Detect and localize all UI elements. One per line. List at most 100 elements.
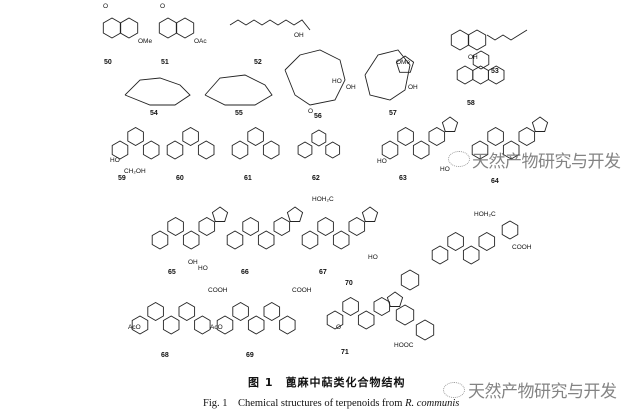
watermark-text: 天然产物研究与开发 bbox=[468, 382, 617, 402]
ring-bond bbox=[147, 301, 164, 322]
substituent-label: O bbox=[160, 3, 166, 10]
ring-bond bbox=[415, 319, 435, 341]
ring-bond bbox=[487, 126, 504, 147]
substituent-label: O bbox=[336, 324, 342, 331]
compound-number: 71 bbox=[341, 349, 349, 356]
ring-bond bbox=[182, 230, 200, 250]
compound-number: 50 bbox=[104, 59, 112, 66]
substituent-label: OH bbox=[294, 32, 304, 39]
watermark-text: 天然产物研究与开发 bbox=[472, 152, 621, 172]
ring-bond bbox=[342, 296, 359, 317]
ring-bond bbox=[279, 315, 296, 335]
wechat-logo-icon bbox=[443, 382, 465, 398]
ring-bond bbox=[119, 17, 139, 39]
ring-bond bbox=[467, 29, 487, 51]
substituent-label: HOOC bbox=[394, 342, 414, 349]
chain-bond bbox=[124, 77, 191, 106]
compound-number: 67 bbox=[319, 269, 327, 276]
ring-bond bbox=[167, 216, 184, 237]
ring-bond bbox=[194, 315, 211, 335]
ring-bond bbox=[127, 126, 144, 147]
substituent-label: OH bbox=[188, 259, 198, 266]
substituent-label: HO bbox=[377, 158, 387, 165]
compound-number: 54 bbox=[150, 110, 158, 117]
ring-bond bbox=[348, 216, 366, 237]
substituent-label: O bbox=[308, 108, 314, 115]
chain-bond bbox=[284, 49, 346, 106]
compound-number: 51 bbox=[161, 59, 169, 66]
compound-number: 62 bbox=[312, 175, 320, 182]
ring-bond bbox=[441, 116, 459, 132]
compound-number: 55 bbox=[235, 110, 243, 117]
substituent-label: AcO bbox=[128, 324, 141, 331]
ring-bond bbox=[273, 216, 291, 237]
ring-bond bbox=[297, 141, 313, 159]
ring-bond bbox=[325, 141, 341, 159]
ring-bond bbox=[531, 116, 549, 132]
ring-bond bbox=[151, 230, 169, 250]
ring-bond bbox=[487, 65, 505, 85]
compound-number: 66 bbox=[241, 269, 249, 276]
ring-bond bbox=[232, 301, 249, 322]
compound-number: 59 bbox=[118, 175, 126, 182]
ring-bond bbox=[257, 230, 275, 250]
substituent-label: AcO bbox=[210, 324, 223, 331]
ring-bond bbox=[226, 230, 244, 250]
compound-number: 65 bbox=[168, 269, 176, 276]
ring-bond bbox=[162, 315, 180, 335]
ring-bond bbox=[286, 206, 304, 222]
substituent-label: COOH bbox=[292, 287, 312, 294]
substituent-label: OH bbox=[468, 54, 478, 61]
compound-number: 52 bbox=[254, 59, 262, 66]
ring-bond bbox=[131, 315, 149, 335]
compound-number: 68 bbox=[161, 352, 169, 359]
compound-number: 61 bbox=[244, 175, 252, 182]
figure-caption-chinese: 图 1 蓖麻中萜类化合物结构 bbox=[248, 376, 406, 389]
ring-bond bbox=[412, 140, 430, 160]
compound-number: 63 bbox=[399, 175, 407, 182]
ring-bond bbox=[502, 140, 520, 160]
ring-bond bbox=[478, 231, 496, 252]
compound-number: 56 bbox=[314, 113, 322, 120]
substituent-label: OH bbox=[346, 84, 356, 91]
ring-bond bbox=[166, 140, 184, 160]
substituent-label: HO bbox=[110, 157, 120, 164]
substituent-label: HO bbox=[440, 166, 450, 173]
ring-bond bbox=[332, 230, 350, 250]
ring-bond bbox=[317, 216, 334, 237]
ring-bond bbox=[400, 269, 420, 291]
compound-number: 53 bbox=[491, 68, 499, 75]
ring-bond bbox=[471, 140, 489, 160]
ring-bond bbox=[197, 140, 215, 160]
ring-bond bbox=[216, 315, 234, 335]
substituent-label: HOH₂C bbox=[312, 196, 334, 203]
compound-number: 64 bbox=[491, 178, 499, 185]
ring-bond bbox=[242, 216, 259, 237]
ring-bond bbox=[431, 245, 449, 265]
ring-bond bbox=[142, 140, 160, 160]
substituent-label: OMe bbox=[138, 38, 153, 45]
ring-bond bbox=[301, 230, 319, 250]
caption-text: Fig. 1 Chemical structures of terpenoids… bbox=[203, 398, 406, 409]
substituent-label: HO bbox=[368, 254, 378, 261]
substituent-label: OH bbox=[408, 84, 418, 91]
ring-bond bbox=[111, 140, 129, 160]
substituent-label: O bbox=[103, 3, 109, 10]
ring-bond bbox=[472, 50, 490, 70]
compound-number: 58 bbox=[467, 100, 475, 107]
ring-bond bbox=[501, 220, 519, 240]
ring-bond bbox=[373, 296, 391, 317]
figure-caption-english: Fig. 1 Chemical structures of terpenoids… bbox=[203, 395, 459, 410]
substituent-label: HOH₂C bbox=[474, 211, 496, 218]
chain-bond bbox=[486, 29, 528, 41]
ring-bond bbox=[395, 55, 415, 73]
ring-bond bbox=[247, 315, 265, 335]
ring-bond bbox=[182, 126, 199, 147]
compound-number: 70 bbox=[345, 280, 353, 287]
chain-bond bbox=[364, 49, 411, 101]
ring-bond bbox=[357, 310, 375, 330]
ring-bond bbox=[311, 129, 327, 147]
ring-bond bbox=[247, 126, 264, 147]
substituent-label: OAc bbox=[194, 38, 207, 45]
